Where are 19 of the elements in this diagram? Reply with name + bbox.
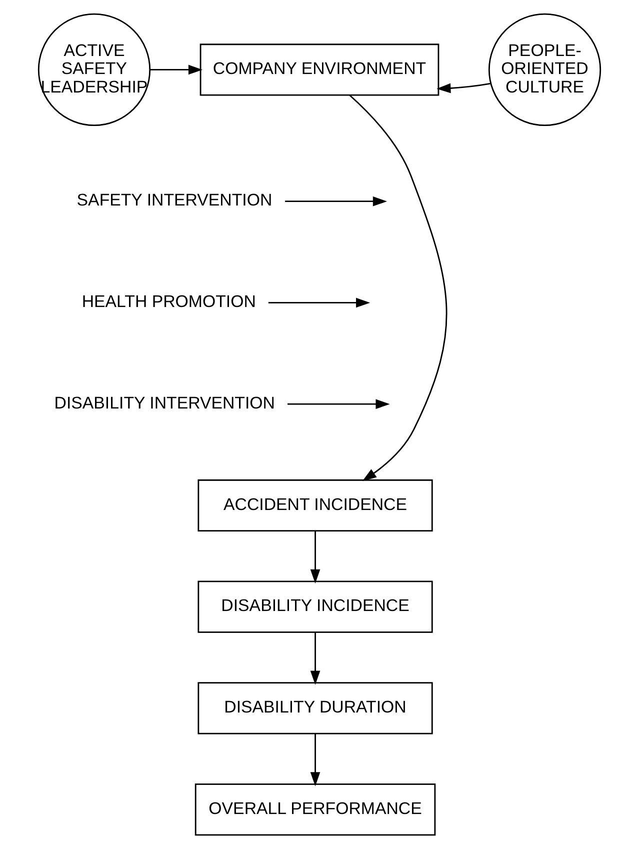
arrow bbox=[310, 632, 320, 685]
node-box: OVERALL PERFORMANCE bbox=[194, 784, 436, 836]
arrow bbox=[310, 531, 320, 584]
node-box: DISABILITY INCIDENCE bbox=[197, 580, 432, 633]
node-circle: PEOPLE-ORIENTED CULTURE bbox=[488, 13, 601, 126]
node-text: SAFETY INTERVENTION bbox=[76, 190, 272, 210]
node-box: COMPANY ENVIRONMENT bbox=[199, 44, 439, 96]
arrow bbox=[310, 734, 320, 786]
arrow bbox=[268, 298, 370, 308]
node-box: ACCIDENT INCIDENCE bbox=[197, 479, 432, 532]
arrow bbox=[286, 399, 390, 410]
node-text: HEALTH PROMOTION bbox=[81, 292, 256, 312]
arrow bbox=[348, 94, 447, 482]
arrow bbox=[284, 196, 387, 206]
arrow bbox=[436, 82, 490, 94]
node-box: DISABILITY DURATION bbox=[197, 682, 432, 734]
arrow bbox=[150, 64, 202, 75]
node-text: DISABILITY INTERVENTION bbox=[54, 393, 274, 412]
node-circle: ACTIVE SAFETY LEADERSHIP bbox=[37, 13, 150, 126]
